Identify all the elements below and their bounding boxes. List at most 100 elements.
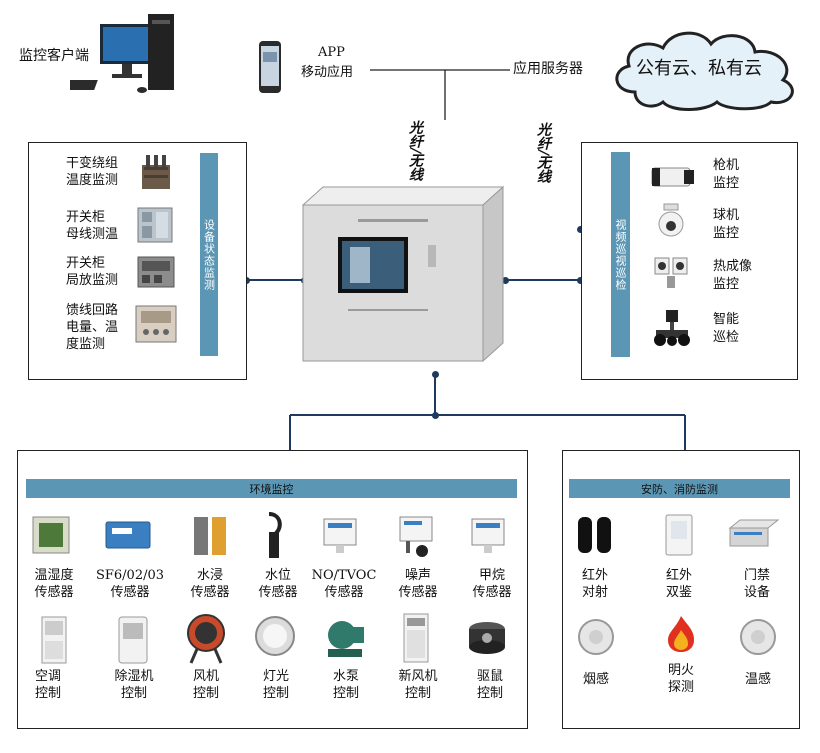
env-item-label: 驱鼠控制 [450, 668, 530, 702]
dual-tech-detector-icon [665, 514, 693, 556]
app-label-line2: 移动应用 [301, 65, 354, 80]
label-line: 传感器 [258, 585, 298, 600]
sf6-sensor-icon [105, 521, 151, 549]
item-label: 球机 [713, 208, 740, 223]
label-line: 温感 [744, 672, 771, 687]
partial-discharge-monitor-icon [137, 256, 175, 288]
cloud-icon [615, 31, 794, 111]
env-item-label: 风机控制 [166, 668, 246, 702]
security-item-label: 红外双鉴 [639, 567, 719, 601]
label-line: 传感器 [398, 585, 438, 600]
device-status-bar: 设备状态监测 [200, 153, 218, 356]
item-label: 巡检 [713, 330, 740, 345]
junction-dot [432, 371, 439, 378]
label-line: 控制 [120, 686, 147, 701]
item-label: 开关柜 [66, 210, 106, 225]
label-line: 控制 [404, 686, 431, 701]
light-icon [255, 616, 295, 656]
smartphone-icon [259, 41, 281, 93]
environment-bar: 环境监控 [26, 479, 517, 498]
noise-sensor-icon [399, 516, 433, 557]
item-label: 温度监测 [66, 173, 119, 188]
item-label: 电量、温 [66, 320, 119, 335]
water-level-sensor-icon [268, 512, 282, 558]
env-item-label: 除湿机控制 [94, 668, 174, 702]
security-item-label: 温感 [718, 671, 798, 688]
label-line: 双鉴 [665, 585, 692, 600]
item-label: 智能 [713, 312, 740, 327]
security-fire-bar: 安防、消防监测 [569, 479, 790, 498]
item-label: 枪机 [713, 158, 740, 173]
label-line: 水位 [264, 568, 291, 583]
bullet-camera-icon [651, 167, 694, 187]
security-item-label: 红外对射 [555, 567, 635, 601]
env-item-label: 水泵控制 [306, 668, 386, 702]
junction-dot [502, 277, 509, 284]
link-label-left: 光纤/无线 [407, 120, 423, 182]
env-item-label: 新风机控制 [378, 668, 458, 702]
server-label: 应用服务器 [513, 61, 583, 77]
temp-humidity-sensor-icon [32, 516, 70, 554]
label-line: 控制 [192, 686, 219, 701]
cloud-label: 公有云、私有云 [636, 58, 762, 79]
label-line: 对射 [581, 585, 608, 600]
item-label: 开关柜 [66, 256, 106, 271]
label-line: 风机 [192, 669, 219, 684]
env-item-label: SF6/02/03 传感器 [90, 567, 170, 601]
app-label-line1: APP [318, 45, 345, 60]
label-line: 温湿度 [34, 568, 74, 583]
item-label: 监控 [713, 277, 740, 292]
thermal-camera-icon [654, 257, 688, 288]
label-line: 红外 [581, 568, 608, 583]
label-line: 灯光 [262, 669, 289, 684]
fresh-air-unit-icon [403, 613, 429, 663]
item-label: 度监测 [66, 337, 106, 352]
label-line: 红外 [665, 568, 692, 583]
label-line: 控制 [332, 686, 359, 701]
label-line: 明火 [667, 663, 694, 678]
label-line: 噪声 [404, 568, 431, 583]
env-item-label: 水浸传感器 [170, 567, 250, 601]
heat-detector-icon [740, 619, 776, 655]
label-line: 传感器 [472, 585, 512, 600]
label-line: 控制 [34, 686, 61, 701]
client-label: 监控客户端 [19, 48, 89, 64]
smoke-detector-icon [578, 619, 614, 655]
label-line: NO/TVOC [311, 568, 377, 583]
junction-dot [577, 277, 584, 284]
security-item-label: 明火探测 [641, 662, 721, 696]
label-line: 传感器 [34, 585, 74, 600]
voc-sensor-icon [323, 518, 357, 553]
fan-icon [187, 614, 225, 664]
security-item-label: 烟感 [556, 671, 636, 688]
item-label: 馈线回路 [66, 303, 119, 318]
power-meter-icon [135, 305, 177, 343]
junction-dot [432, 412, 439, 419]
item-label: 监控 [713, 176, 740, 191]
air-conditioner-icon [41, 616, 67, 664]
label-line: SF6/02/03 [95, 568, 165, 583]
rodent-repeller-icon [469, 622, 505, 654]
item-label: 干变绕组 [66, 156, 119, 171]
env-item-label: 灯光控制 [236, 668, 316, 702]
junction-dot [577, 226, 584, 233]
env-item-label: 温湿度传感器 [14, 567, 94, 601]
label-line: 传感器 [110, 585, 150, 600]
label-line: 水浸 [196, 568, 223, 583]
security-item-label: 门禁设备 [717, 567, 797, 601]
label-line: 探测 [667, 680, 694, 695]
label-line: 控制 [262, 686, 289, 701]
flame-detector-icon [668, 616, 694, 652]
item-label: 热成像 [713, 259, 753, 274]
label-line: 水泵 [332, 669, 359, 684]
label-line: 新风机 [398, 669, 438, 684]
transformer-icon [142, 155, 170, 189]
item-label: 母线测温 [66, 227, 119, 242]
label-line: 空调 [34, 669, 61, 684]
dehumidifier-icon [118, 616, 148, 664]
dome-camera-icon [658, 203, 684, 237]
desktop-computer-icon [70, 14, 174, 93]
inspection-robot-icon [654, 310, 690, 346]
